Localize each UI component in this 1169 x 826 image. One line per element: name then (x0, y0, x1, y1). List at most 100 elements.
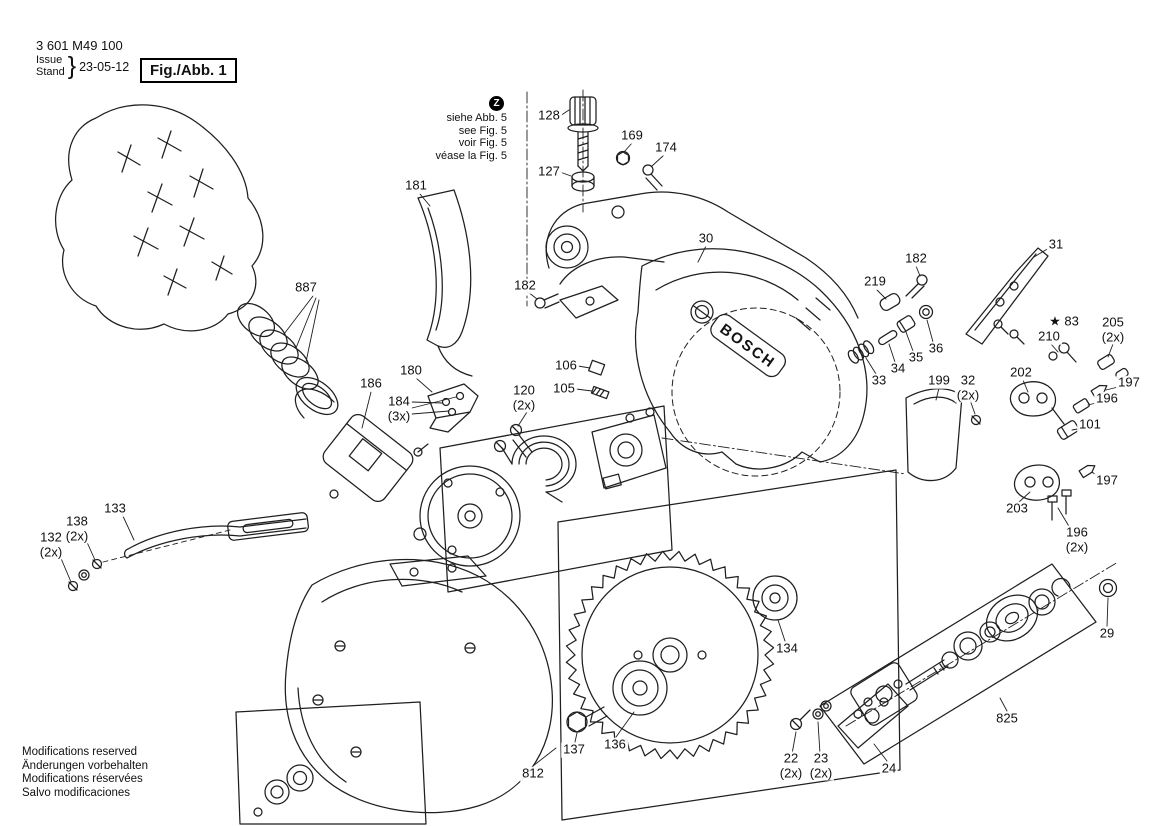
outer-flange-136 (612, 660, 668, 716)
screw-182-left (534, 293, 560, 309)
saw-blade (565, 550, 775, 760)
pin-219 (879, 293, 901, 311)
bracket-202 (1009, 381, 1065, 425)
bolts-196-lower (1047, 489, 1072, 521)
bushing-29 (1098, 578, 1118, 598)
part-label-36: 36 (926, 340, 946, 357)
bosch-logo: BOSCH (690, 300, 786, 378)
part-label-33: 33 (869, 372, 889, 389)
screws-22-23 (789, 700, 832, 731)
screw-83-210 (1048, 342, 1077, 363)
part-label-210: 210 (1036, 328, 1062, 345)
part-label-887: 887 (293, 279, 319, 296)
part-label-205: 205 (2x) (1099, 314, 1127, 345)
lower-guard-812 (253, 555, 554, 817)
part-label-186: 186 (358, 375, 384, 392)
part-label-35: 35 (906, 349, 926, 366)
spring-33 (847, 340, 875, 364)
arbor-bolt-137 (566, 706, 608, 733)
clamp-knob-128 (567, 96, 599, 192)
dust-bag (54, 104, 319, 390)
part-label-138: 138 (2x) (63, 513, 91, 544)
part-label-181: 181 (403, 177, 429, 194)
transport-handle-133 (67, 512, 309, 592)
issue-brace: } (67, 52, 77, 80)
ring-36 (918, 304, 934, 320)
part-label-812: 812 (520, 765, 546, 782)
part-label-22: 22 (2x) (777, 750, 805, 781)
issue-date: 23-05-12 (79, 59, 130, 74)
nut-169 (615, 150, 631, 166)
part-label-169: 169 (619, 127, 645, 144)
part-label-106: 106 (553, 357, 579, 374)
part-label-134: 134 (774, 640, 800, 657)
saw-blade-teeth (565, 550, 775, 760)
part-label-24: 24 (879, 760, 899, 777)
part-label-197-upper: 197 (1116, 374, 1142, 391)
part-label-34: 34 (888, 360, 908, 377)
spindle-group-825 (819, 563, 1097, 765)
footer-line: Änderungen vorbehalten (22, 759, 148, 772)
part-label-136: 136 (602, 736, 628, 753)
part-label-825: 825 (994, 710, 1020, 727)
part-label-132: 132 (2x) (37, 529, 65, 560)
dust-bag-ribs (117, 130, 233, 296)
note-line: see Fig. 5 (458, 124, 507, 137)
assembly-boxes (235, 405, 901, 825)
document-part-number: 3 601 M49 100 (36, 38, 123, 53)
part-label-219: 219 (862, 273, 888, 290)
bracket-180-184 (427, 383, 479, 433)
issue-stand-labels: Issue Stand (36, 54, 65, 78)
cover-199 (905, 388, 982, 482)
footer-line: Modifications reserved (22, 746, 138, 758)
blade-flange-134 (752, 575, 798, 621)
note-line: siehe Abb. 5 (446, 112, 507, 124)
figure-label: Fig./Abb. 1 (140, 58, 237, 83)
part-label-184: 184 (3x) (385, 393, 413, 424)
part-label-23: 23 (2x) (807, 750, 835, 781)
link-plate (591, 407, 667, 490)
part-label-128: 128 (536, 107, 562, 124)
fitting-101 (1056, 420, 1080, 440)
issue-block: Issue Stand } 23-05-12 (36, 54, 129, 79)
plate-24 (837, 683, 909, 749)
plate-31 (965, 247, 1049, 345)
part-label-83: ★ 83 (1047, 313, 1081, 330)
part-label-196-lower: 196 (2x) (1063, 524, 1091, 555)
part-label-199: 199 (926, 372, 952, 389)
fitting-196-upper (1072, 398, 1090, 414)
part-label-29: 29 (1097, 625, 1117, 642)
footer-line: Modifications réservées (22, 773, 143, 785)
bracket-203 (1013, 464, 1060, 501)
see-figure-badge: Z (489, 96, 504, 111)
screws-120 (493, 423, 533, 458)
part-label-180: 180 (398, 362, 424, 379)
stand-label: Stand (36, 65, 65, 78)
cover-plate-181 (417, 189, 473, 377)
torsion-spring (501, 435, 577, 503)
part-label-137: 137 (561, 741, 587, 758)
fitting-197-lower (1078, 464, 1096, 479)
part-label-174: 174 (653, 139, 679, 156)
issue-label: Issue (36, 54, 63, 66)
screw-174 (642, 164, 663, 191)
part-label-133: 133 (102, 500, 128, 517)
part-label-31: 31 (1046, 236, 1066, 253)
cover-disc (413, 465, 521, 567)
screw-182-upper (905, 274, 928, 299)
part-label-196-upper: 196 (1094, 390, 1120, 407)
dust-chute-186 (322, 413, 429, 503)
part-label-105: 105 (551, 380, 577, 397)
part-label-182-upper-right: 182 (903, 250, 929, 267)
part-label-101: 101 (1077, 416, 1103, 433)
part-label-197-lower: 197 (1094, 472, 1120, 489)
pins-105-106 (588, 359, 610, 400)
part-label-182-left: 182 (512, 277, 538, 294)
part-label-203: 203 (1004, 500, 1030, 517)
sleeve-35 (896, 315, 916, 333)
part-label-127: 127 (536, 163, 562, 180)
